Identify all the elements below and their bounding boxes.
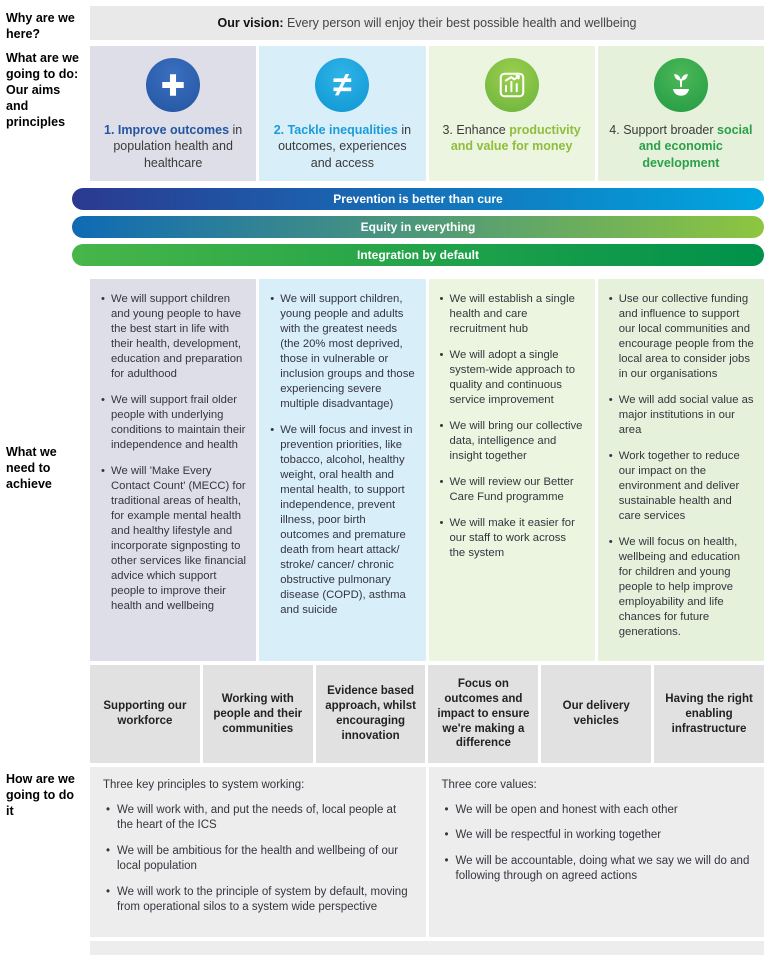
bar-chart-growth-icon xyxy=(484,58,539,112)
how-values-panel: Three core values: We will be open and h… xyxy=(428,767,764,937)
vision-prefix: Our vision: xyxy=(217,16,284,30)
bullet-item: Work together to reduce our impact on th… xyxy=(608,449,754,524)
enabler-box: Supporting our workforce xyxy=(90,665,200,764)
aim-1-bold: 1. Improve outcomes xyxy=(104,123,230,137)
aim-column-social-economic: 4. Support broader social and economic d… xyxy=(597,46,764,181)
how-section: How are we going to do it Three key prin… xyxy=(4,767,764,937)
enabler-box: Having the right enabling infrastructure xyxy=(654,665,764,764)
bullet-item: We will work with, and put the needs of,… xyxy=(103,803,413,834)
aim-4-text: 4. Support broader social and economic d… xyxy=(607,122,755,171)
aim-2-bold: 2. Tackle inequalities xyxy=(273,123,398,137)
bullet-item: We will work to the principle of system … xyxy=(103,885,413,916)
bullet-item: We will 'Make Every Contact Count' (MECC… xyxy=(100,464,246,614)
bullet-item: We will be accountable, doing what we sa… xyxy=(442,854,752,885)
aim-3-text: 3. Enhance productivity and value for mo… xyxy=(438,122,586,155)
bullet-item: We will focus and invest in prevention p… xyxy=(269,423,415,618)
aim-3-bold: productivity and value for money xyxy=(450,123,581,154)
hand-plant-icon xyxy=(653,58,708,112)
how-principles-panel: Three key principles to system working: … xyxy=(90,767,426,937)
bullet-item: We will be open and honest with each oth… xyxy=(442,803,752,819)
footer-strip xyxy=(90,940,764,955)
vision-section: Why are we here? Our vision: Every perso… xyxy=(4,6,764,42)
achieve-column-3: We will establish a single health and ca… xyxy=(428,278,595,662)
enabler-box: Evidence based approach, whilst encourag… xyxy=(315,665,426,764)
bullet-item: We will be respectful in working togethe… xyxy=(442,828,752,844)
banner-equity: Equity in everything xyxy=(72,215,764,238)
principles-title: Three key principles to system working: xyxy=(103,779,305,792)
bullet-item: We will support children, young people a… xyxy=(269,292,415,412)
achieve-section: What we need to achieve We will support … xyxy=(4,276,764,662)
plus-icon xyxy=(146,58,201,112)
aim-2-text: 2. Tackle inequalities in outcomes, expe… xyxy=(268,122,416,171)
side-label-how: How are we going to do it xyxy=(6,772,75,819)
achieve-column-1: We will support children and young peopl… xyxy=(90,278,257,662)
bullet-item: We will establish a single health and ca… xyxy=(439,292,585,337)
bullet-item: We will focus on health, wellbeing and e… xyxy=(608,535,754,640)
aims-section: What are we going to do: Our aims and pr… xyxy=(4,46,764,181)
values-title: Three core values: xyxy=(441,779,537,792)
achieve-column-4: Use our collective funding and influence… xyxy=(597,278,764,662)
bullet-item: We will support children and young peopl… xyxy=(100,292,246,382)
aim-column-tackle-inequalities: ≠ 2. Tackle inequalities in outcomes, ex… xyxy=(259,46,426,181)
bullet-item: We will be ambitious for the health and … xyxy=(103,844,413,875)
bullet-item: We will add social value as major instit… xyxy=(608,393,754,438)
side-label-aims: What are we going to do: Our aims and pr… xyxy=(6,51,79,129)
achieve-column-2: We will support children, young people a… xyxy=(259,278,426,662)
achieve-list-4: Use our collective funding and influence… xyxy=(608,292,754,640)
aim-3-lead: 3. Enhance xyxy=(442,123,510,137)
aim-1-text: 1. Improve outcomes in population health… xyxy=(99,122,247,171)
footer-section xyxy=(4,940,764,955)
aim-4-lead: 4. Support broader xyxy=(609,123,718,137)
bullet-item: We will review our Better Care Fund prog… xyxy=(439,475,585,505)
vision-text: Every person will enjoy their best possi… xyxy=(283,16,637,30)
aim-4-bold: social and economic development xyxy=(638,123,753,170)
aim-2-rest: in outcomes, experiences and access xyxy=(278,123,412,170)
not-equal-icon: ≠ xyxy=(315,58,370,112)
banner-integration: Integration by default xyxy=(72,243,764,266)
principles-list: We will work with, and put the needs of,… xyxy=(103,803,413,916)
bullet-item: Use our collective funding and influence… xyxy=(608,292,754,382)
side-label-why: Why are we here? xyxy=(6,11,75,41)
bullet-item: We will support frail older people with … xyxy=(100,393,246,453)
aim-1-rest: in population health and healthcare xyxy=(113,123,243,170)
bullet-item: We will adopt a single system-wide appro… xyxy=(439,348,585,408)
bullet-item: We will make it easier for our staff to … xyxy=(439,516,585,561)
bullet-item: We will bring our collective data, intel… xyxy=(439,419,585,464)
enabler-box: Focus on outcomes and impact to ensure w… xyxy=(428,665,539,764)
achieve-list-2: We will support children, young people a… xyxy=(269,292,415,618)
achieve-list-3: We will establish a single health and ca… xyxy=(439,292,585,561)
principle-banners-section: Prevention is better than cure Equity in… xyxy=(4,185,764,272)
aim-column-productivity: 3. Enhance productivity and value for mo… xyxy=(428,46,595,181)
vision-banner: Our vision: Every person will enjoy thei… xyxy=(90,6,764,40)
banner-prevention: Prevention is better than cure xyxy=(72,187,764,210)
values-list: We will be open and honest with each oth… xyxy=(442,803,752,885)
enabler-box: Our delivery vehicles xyxy=(541,665,652,764)
achieve-list-1: We will support children and young peopl… xyxy=(100,292,246,614)
side-label-achieve: What we need to achieve xyxy=(6,445,57,492)
enabler-box: Working with people and their communitie… xyxy=(202,665,313,764)
aim-column-improve-outcomes: 1. Improve outcomes in population health… xyxy=(90,46,257,181)
